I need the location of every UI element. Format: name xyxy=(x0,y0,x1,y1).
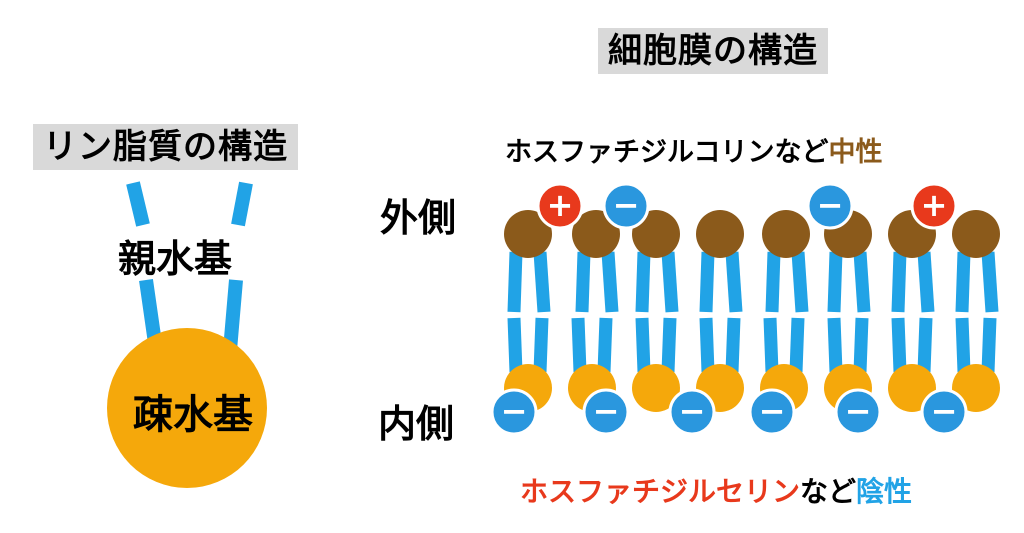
lipid-bilayer: + − − + − − − − − − xyxy=(490,182,1000,436)
inner-charge-minus-1-circle xyxy=(582,388,630,436)
inner-tail-right-5 xyxy=(853,317,869,373)
inner-tail-right-0 xyxy=(533,317,549,373)
inner-tail-left-1 xyxy=(571,317,587,373)
outer-tail-left-3 xyxy=(699,251,715,313)
inner-charge-minus-0-circle xyxy=(490,388,538,436)
inner-charge-minus-4-sign: − xyxy=(845,392,872,430)
phospholipid-tail-upper-right xyxy=(231,181,253,227)
inner-charge-minus-3-circle xyxy=(748,388,796,436)
hydrophobic-label: 疎水基 xyxy=(133,392,253,438)
outer-tail-right-1 xyxy=(601,251,619,313)
outer-tail-left-1 xyxy=(575,251,591,313)
hydrophilic-label: 親水基 xyxy=(118,237,233,281)
outer-connector: など xyxy=(774,137,829,168)
inner-charge-minus-2-sign: − xyxy=(679,392,706,430)
inner-tail-left-5 xyxy=(827,317,843,373)
inner-connector: など xyxy=(800,475,857,508)
outer-lipid-name: ホスファチジルコリン xyxy=(505,137,775,168)
outer-charge-minus-1-sign: − xyxy=(613,186,640,224)
inner-head-2 xyxy=(632,364,680,412)
phospholipid-head xyxy=(107,328,267,488)
phospholipid-model xyxy=(107,181,267,488)
inner-leaflet-caption: ホスファチジルセリンなど陰性 xyxy=(520,470,912,510)
outer-charge-plus-3-circle xyxy=(910,182,958,230)
outer-charge-minus-1-circle xyxy=(602,182,650,230)
outer-charge-minus-2-circle xyxy=(806,182,854,230)
inner-charge-minus-5-circle xyxy=(920,388,968,436)
outer-charge-plus-3-sign: + xyxy=(921,186,948,224)
outer-leaflet-caption: ホスファチジルコリンなど中性 xyxy=(505,130,882,169)
outer-charge-minus-2-sign: − xyxy=(817,186,844,224)
outer-charge-plus-0-sign: + xyxy=(547,186,574,224)
inner-charge-minus-0-sign: − xyxy=(501,392,528,430)
inner-tail-left-4 xyxy=(763,317,779,373)
outer-head-2 xyxy=(632,210,680,258)
outer-tail-left-2 xyxy=(635,251,651,313)
outer-tail-left-0 xyxy=(507,251,523,313)
outer-tail-right-6 xyxy=(917,251,935,313)
outer-tail-left-5 xyxy=(827,251,843,313)
inner-tail-right-2 xyxy=(661,317,677,373)
outer-head-7 xyxy=(952,210,1000,258)
inner-tail-right-1 xyxy=(597,317,613,373)
inner-charge-minus-1-sign: − xyxy=(593,392,620,430)
inner-tail-left-2 xyxy=(635,317,651,373)
inner-tail-right-6 xyxy=(917,317,933,373)
outer-side-label: 外側 xyxy=(380,196,457,240)
outer-head-4 xyxy=(762,210,810,258)
outer-tail-right-3 xyxy=(725,251,743,313)
inner-tail-left-7 xyxy=(955,317,971,373)
inner-tail-right-3 xyxy=(725,317,741,373)
outer-tail-right-5 xyxy=(853,251,871,313)
outer-head-0 xyxy=(504,210,552,258)
outer-head-3 xyxy=(696,210,744,258)
negative-charge-text: 陰性 xyxy=(856,475,913,508)
outer-tail-left-4 xyxy=(765,251,781,313)
inner-tail-left-6 xyxy=(891,317,907,373)
inner-side-label: 内側 xyxy=(378,402,455,446)
phospholipid-structure-title: リン脂質の構造 xyxy=(33,124,298,170)
inner-lipid-name: ホスファチジルセリン xyxy=(520,475,801,508)
outer-tail-right-2 xyxy=(661,251,679,313)
inner-charge-minus-2-circle xyxy=(668,388,716,436)
outer-tail-right-7 xyxy=(981,251,999,313)
inner-tail-right-4 xyxy=(789,317,805,373)
inner-charge-minus-5-sign: − xyxy=(931,392,958,430)
outer-tail-right-0 xyxy=(533,251,551,313)
phospholipid-tail-lower-right xyxy=(223,279,243,351)
membrane-structure-title: 細胞膜の構造 xyxy=(598,28,828,74)
outer-tail-left-6 xyxy=(891,251,907,313)
outer-charge-plus-0-circle xyxy=(536,182,584,230)
phospholipid-tail-upper-left xyxy=(126,181,150,227)
neutral-charge-text: 中性 xyxy=(828,137,883,168)
outer-tail-right-4 xyxy=(791,251,809,313)
inner-charge-minus-4-circle xyxy=(834,388,882,436)
inner-tail-right-7 xyxy=(981,317,997,373)
outer-head-1 xyxy=(572,210,620,258)
inner-tail-left-3 xyxy=(699,317,715,373)
inner-charge-minus-3-sign: − xyxy=(759,392,786,430)
inner-tail-left-0 xyxy=(507,317,523,373)
outer-tail-left-7 xyxy=(955,251,971,313)
